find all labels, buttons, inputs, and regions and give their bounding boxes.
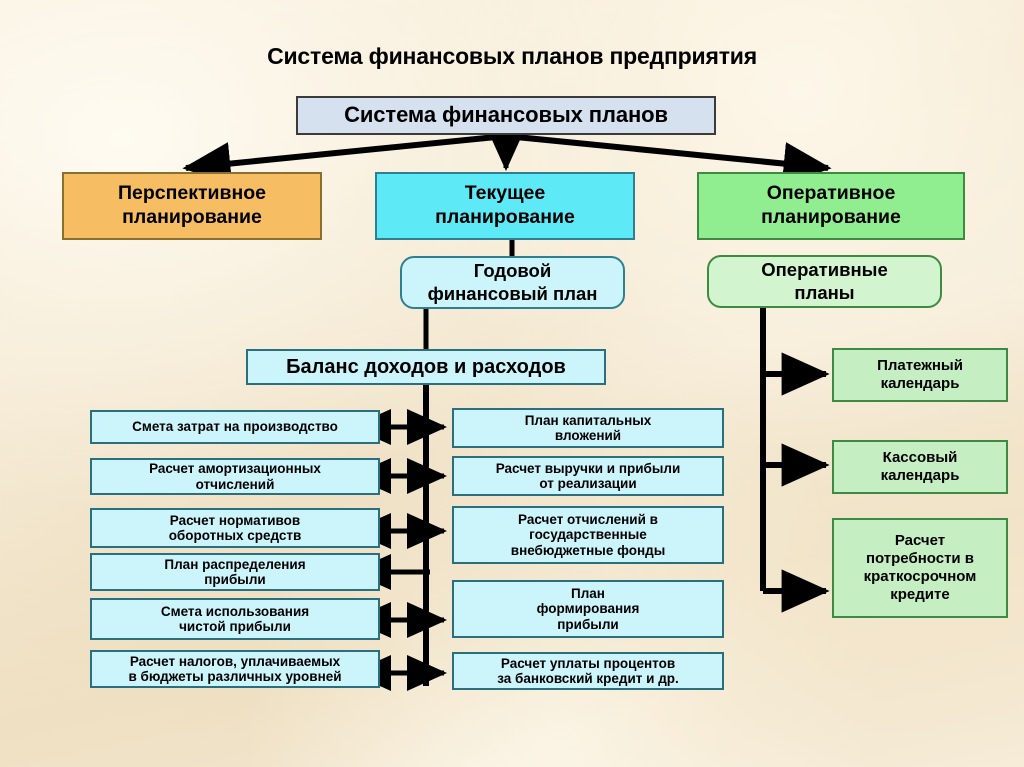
root-node-system-of-financial-plans: Система финансовых планов bbox=[296, 96, 716, 135]
page-title: Система финансовых планов предприятия bbox=[267, 43, 757, 70]
node-balance-of-income-and-expenses: Баланс доходов и расходов bbox=[246, 349, 606, 385]
balance-left-item-1: Смета затрат на производство bbox=[90, 410, 380, 444]
balance-row-connectors bbox=[351, 408, 447, 692]
root-branch-arrows bbox=[182, 130, 832, 186]
operative-branch bbox=[760, 308, 830, 613]
